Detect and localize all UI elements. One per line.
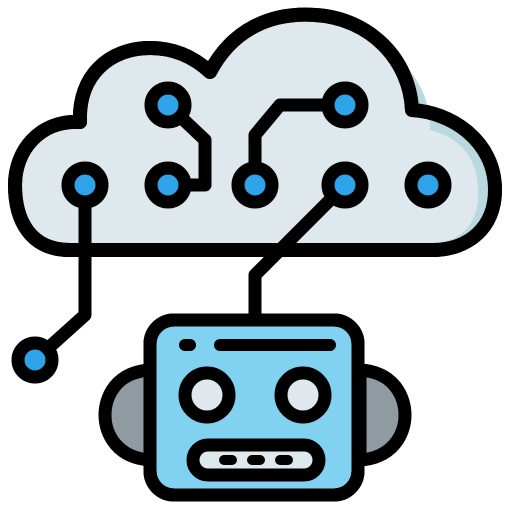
robot-left-eye bbox=[178, 366, 236, 424]
right-ear bbox=[353, 363, 412, 467]
node-top-left bbox=[144, 81, 192, 129]
left-ear bbox=[98, 363, 157, 467]
robot-right-eye bbox=[274, 366, 332, 424]
node-mid-right bbox=[321, 161, 369, 209]
node-right bbox=[404, 161, 452, 209]
circuit-nodes bbox=[11, 81, 452, 384]
node-top-right bbox=[321, 81, 369, 129]
node-mid-left bbox=[144, 161, 192, 209]
node-left bbox=[61, 161, 109, 209]
robot-ears bbox=[98, 363, 412, 467]
robot-head bbox=[143, 313, 365, 502]
node-center bbox=[231, 161, 279, 209]
node-bottom-left bbox=[11, 336, 59, 384]
